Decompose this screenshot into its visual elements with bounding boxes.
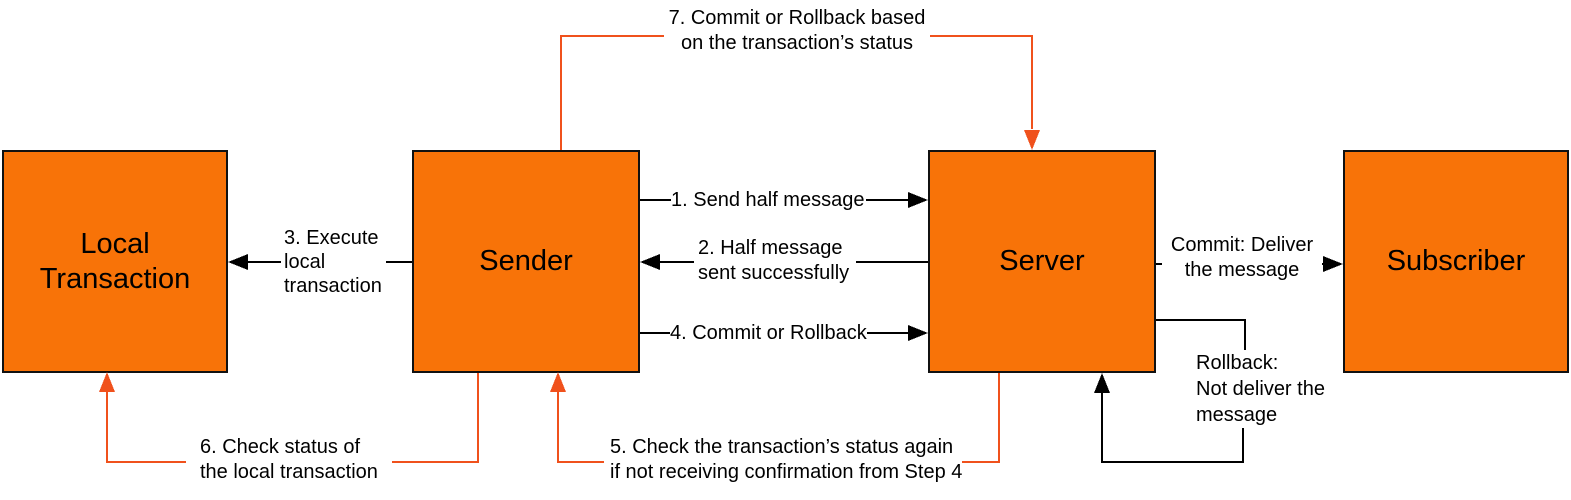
arrowhead-down-icon — [1024, 130, 1040, 150]
node-subscriber: Subscriber — [1343, 150, 1569, 373]
flow-label-4: 4. Commit or Rollback — [670, 321, 867, 346]
arrowhead-right-icon — [908, 325, 928, 341]
node-subscriber-label: Subscriber — [1386, 245, 1526, 277]
flow-label-6: 6. Check status of the local transaction — [200, 435, 378, 485]
flow-label-2: 2. Half message sent successfully — [698, 236, 850, 286]
flow-label-commit: Commit: Deliver the message — [1162, 233, 1322, 283]
flow-label-3: 3. Execute local transaction — [284, 226, 382, 298]
arrowhead-right-icon — [908, 192, 928, 208]
flow-label-1: 1. Send half message — [671, 188, 865, 213]
arrowhead-left-icon — [228, 254, 248, 270]
arrowhead-left-icon — [640, 254, 660, 270]
arrowhead-up-icon — [1094, 373, 1110, 393]
flow-label-7: 7. Commit or Rollback based on the trans… — [664, 6, 930, 56]
flow-label-rollback: Rollback: Not deliver the message — [1196, 350, 1325, 428]
node-server: Server — [928, 150, 1156, 373]
flow-label-5: 5. Check the transaction’s status again … — [610, 435, 963, 485]
node-sender-label: Sender — [479, 245, 573, 277]
node-server-label: Server — [999, 245, 1085, 277]
node-local-transaction-label: Local Transaction — [39, 227, 191, 295]
arrowhead-up-icon — [550, 372, 566, 392]
node-sender: Sender — [412, 150, 640, 373]
arrowhead-up-icon — [99, 372, 115, 392]
arrowhead-right-icon — [1323, 256, 1343, 272]
node-local-transaction: Local Transaction — [2, 150, 228, 373]
